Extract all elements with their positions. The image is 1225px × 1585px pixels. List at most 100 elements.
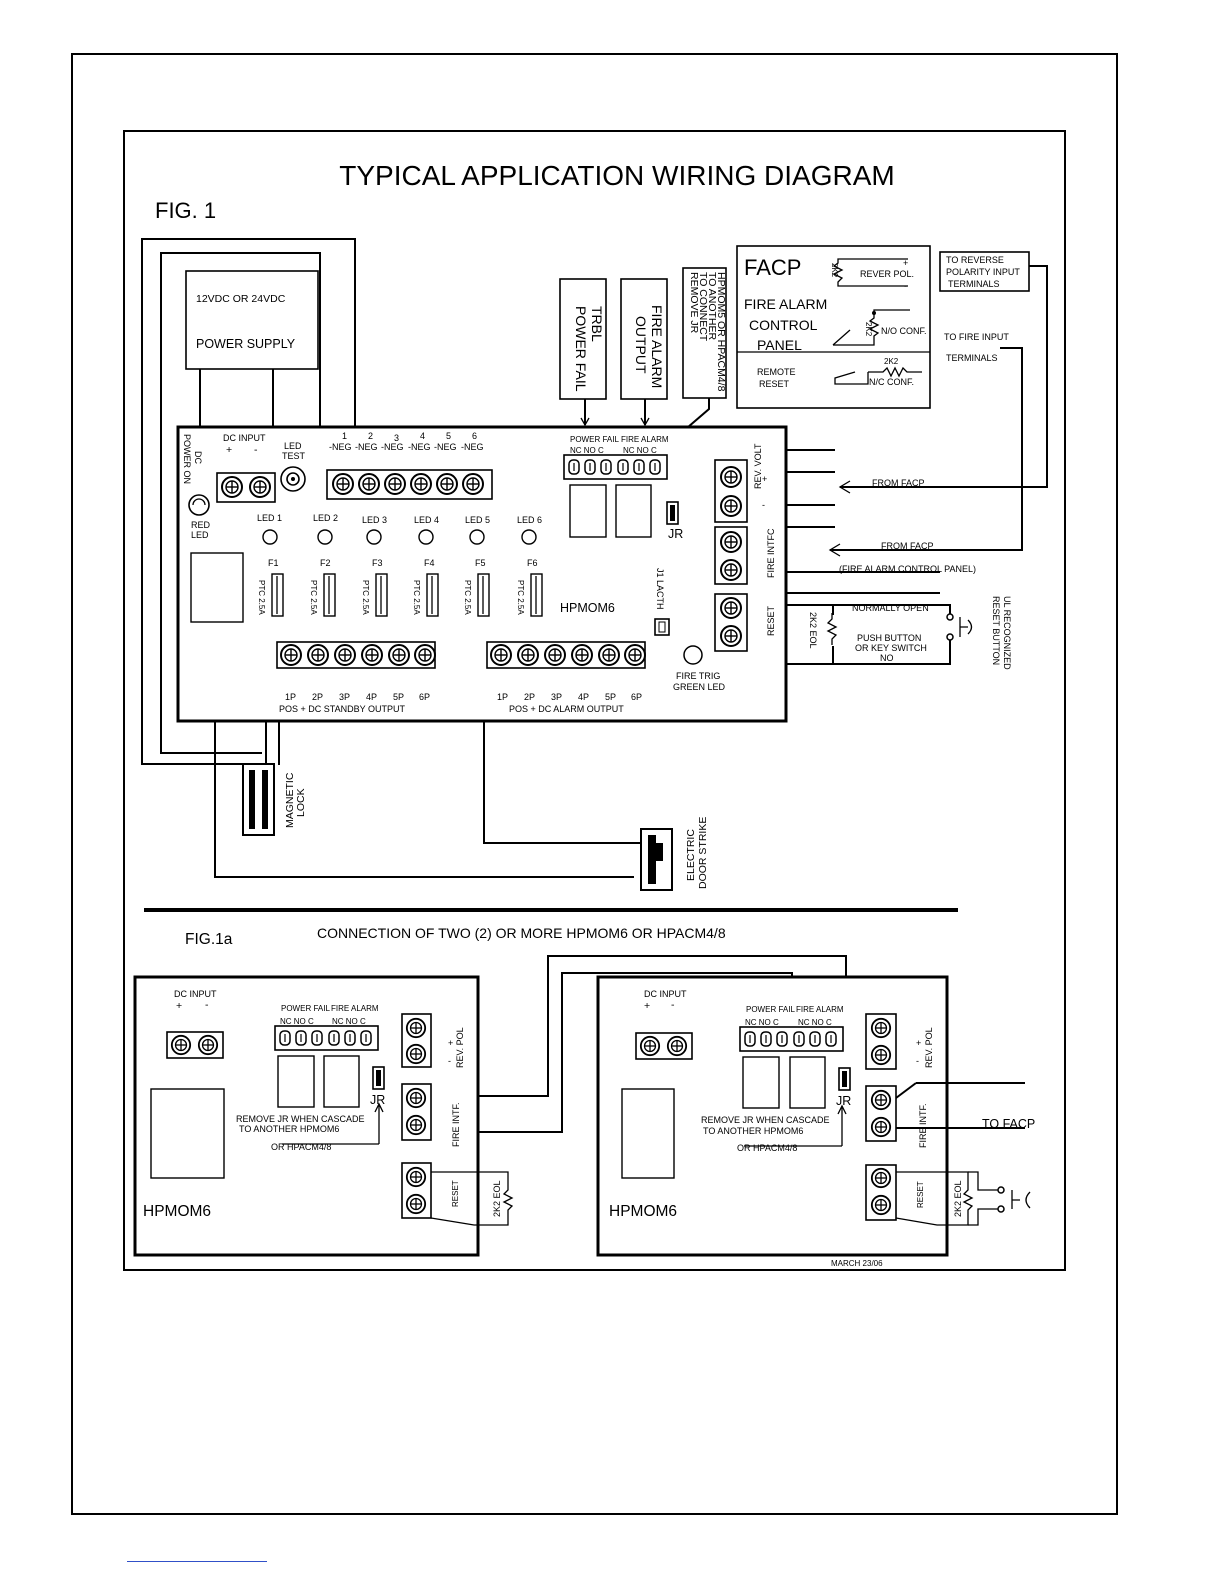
hpmom6-board: HPMOM6 DC POWER ON RED LED DC INPUT + - …: [176, 425, 838, 723]
a-rev-minus: -: [448, 1056, 451, 1066]
board-j1-label: J1 LACTH: [655, 568, 665, 610]
relay-2: [615, 484, 652, 538]
facp-panel: FACP FIRE ALARM CONTROL PANEL REMOTE RES…: [736, 245, 931, 409]
ptc-6: PTC 2.5A: [516, 580, 525, 615]
fuse-label-2: F2: [320, 558, 331, 568]
a-rev-pol: REV. POL: [455, 1027, 465, 1068]
power-supply-voltage: 12VDC OR 24VDC: [196, 293, 286, 305]
a-fire-alarm: FIRE ALARM: [331, 1004, 379, 1013]
b-remove-jr-1: REMOVE JR WHEN CASCADE: [701, 1115, 830, 1125]
power-supply-label: POWER SUPPLY: [196, 337, 296, 351]
facp-line2: CONTROL: [749, 317, 818, 333]
to-facp-label: TO FACP: [982, 1117, 1035, 1131]
fire-trig-1: FIRE TRIG: [676, 671, 720, 681]
b-minus: -: [671, 999, 675, 1011]
a-remove-jr-3: OR HPACM4/8: [271, 1142, 331, 1152]
fig1a-board-a: DC INPUT + - POWER FAIL FIRE ALARM NC NO…: [133, 975, 514, 1257]
red-led-label-2: LED: [191, 530, 209, 540]
diagram-title: TYPICAL APPLICATION WIRING DIAGRAM: [339, 160, 894, 191]
alarm-1p: 1P: [497, 692, 508, 702]
board-component-block: [190, 552, 244, 623]
a-eol: 2K2 EOL: [492, 1180, 502, 1217]
power-supply: 12VDC OR 24VDC POWER SUPPLY: [185, 270, 319, 370]
fig1a-caption: CONNECTION OF TWO (2) OR MORE HPMOM6 OR …: [317, 925, 726, 941]
neg-terminal-labels: 1 2 3 4 5 6 -NEG -NEG -NEG -NEG -NEG -NE…: [329, 431, 484, 452]
red-led-label-1: RED: [191, 520, 211, 530]
output-labels: 1P 2P 3P 4P 5P 6P 1P 2P 3P 4P 5P 6P POS …: [279, 692, 642, 714]
status-leds: LED 1 LED 2 LED 3 LED 4 LED 5 LED 6: [257, 513, 542, 545]
remove-jr-line4: HPMOM5 OR HPACM4/8: [715, 272, 727, 392]
rev-volt-label: REV. VOLT: [753, 443, 763, 489]
fire-alarm-box-line1: OUTPUT: [633, 316, 649, 374]
facp-res-2: 2K2: [864, 322, 873, 337]
ptc-3: PTC 2.5A: [361, 580, 370, 615]
b-dc-input: DC INPUT: [644, 989, 687, 999]
neg-num-6: 6: [472, 431, 477, 441]
b-remove-jr-3: OR HPACM4/8: [737, 1143, 797, 1153]
led-test-2: TEST: [282, 451, 306, 461]
facp-remote-reset-2: RESET: [759, 379, 790, 389]
note-from-facp-2: FROM FACP: [881, 541, 934, 551]
rev-volt-plus: +: [762, 474, 767, 484]
fig1a-label: FIG.1a: [185, 931, 233, 948]
note-from-facp-1: FROM FACP: [872, 478, 925, 488]
note-fire-input: TO FIRE INPUT: [944, 332, 1009, 342]
led-label-1: LED 1: [257, 513, 282, 523]
dc-power-on-2: POWER ON: [182, 434, 192, 484]
b-nc-no-c-2: NC NO C: [798, 1018, 832, 1027]
dc-power-on-1: DC: [193, 451, 203, 464]
fig1-label: FIG. 1: [155, 198, 216, 223]
a-remove-jr-2: TO ANOTHER HPMOM6: [239, 1124, 339, 1134]
neg-num-5: 5: [446, 431, 451, 441]
facp-res-3: 2K2: [884, 357, 899, 366]
magnetic-lock-2: LOCK: [295, 788, 307, 817]
dc-input-minus: -: [254, 444, 258, 456]
led-label-4: LED 4: [414, 515, 439, 525]
power-fail-box-line2: TRBL: [589, 306, 605, 342]
a-jr: JR: [370, 1093, 385, 1107]
relay-1: [569, 484, 607, 538]
facp-nc-conf: N/C CONF.: [869, 377, 914, 387]
fire-alarm-box-line2: FIRE ALARM: [649, 305, 665, 388]
a-nc-no-c-1: NC NO C: [280, 1017, 314, 1026]
alarm-3p: 3P: [551, 692, 562, 702]
note-terminals: TERMINALS: [946, 353, 998, 363]
fuse-label-4: F4: [424, 558, 435, 568]
a-power-fail: POWER FAIL: [281, 1004, 330, 1013]
ptc-5: PTC 2.5A: [463, 580, 472, 615]
facp-minus: -: [904, 281, 907, 291]
reset-label: RESET: [766, 605, 776, 636]
remove-jr-box: REMOVE JR TO CONNECT TO ANOTHER HPMOM5 O…: [682, 267, 727, 399]
fuse-label-3: F3: [372, 558, 383, 568]
board-power-fail: POWER FAIL: [570, 435, 619, 444]
facp-rever-pol: REVER POL.: [860, 269, 914, 279]
magnetic-lock-1: MAGNETIC: [284, 772, 296, 828]
b-reset: RESET: [916, 1181, 925, 1208]
neg-num-3: 3: [394, 433, 399, 443]
facp-line3: PANEL: [757, 337, 802, 353]
alarm-output-label: POS + DC ALARM OUTPUT: [509, 704, 624, 714]
b-nc-no-c-1: NC NO C: [745, 1018, 779, 1027]
fuses: F1 F2 F3 F4 F5 F6 PTC 2.5A PTC 2.5A PTC …: [257, 558, 543, 617]
standby-output-label: POS + DC STANDBY OUTPUT: [279, 704, 405, 714]
alarm-2p: 2P: [524, 692, 535, 702]
b-power-fail: POWER FAIL: [746, 1005, 795, 1014]
note-push-1: PUSH BUTTON: [857, 633, 921, 643]
facp-line1: FIRE ALARM: [744, 296, 827, 312]
standby-1p: 1P: [285, 692, 296, 702]
board-nc-no-c-2: NC NO C: [623, 446, 657, 455]
neg-num-2: 2: [368, 431, 373, 441]
standby-3p: 3P: [339, 692, 350, 702]
ptc-2: PTC 2.5A: [309, 580, 318, 615]
a-fire-intf: FIRE INTF.: [451, 1103, 461, 1148]
page-border: [71, 53, 1118, 1515]
neg-label-4: -NEG: [408, 442, 431, 452]
board-nc-no-c-1: NC NO C: [570, 446, 604, 455]
fig1a-external-wires: TO FACP: [895, 1082, 1035, 1226]
fire-trig-2: GREEN LED: [673, 682, 726, 692]
ptc-1: PTC 2.5A: [257, 580, 266, 615]
alarm-6p: 6P: [631, 692, 642, 702]
board-jr-label: JR: [668, 527, 683, 541]
facp-title: FACP: [744, 255, 801, 280]
